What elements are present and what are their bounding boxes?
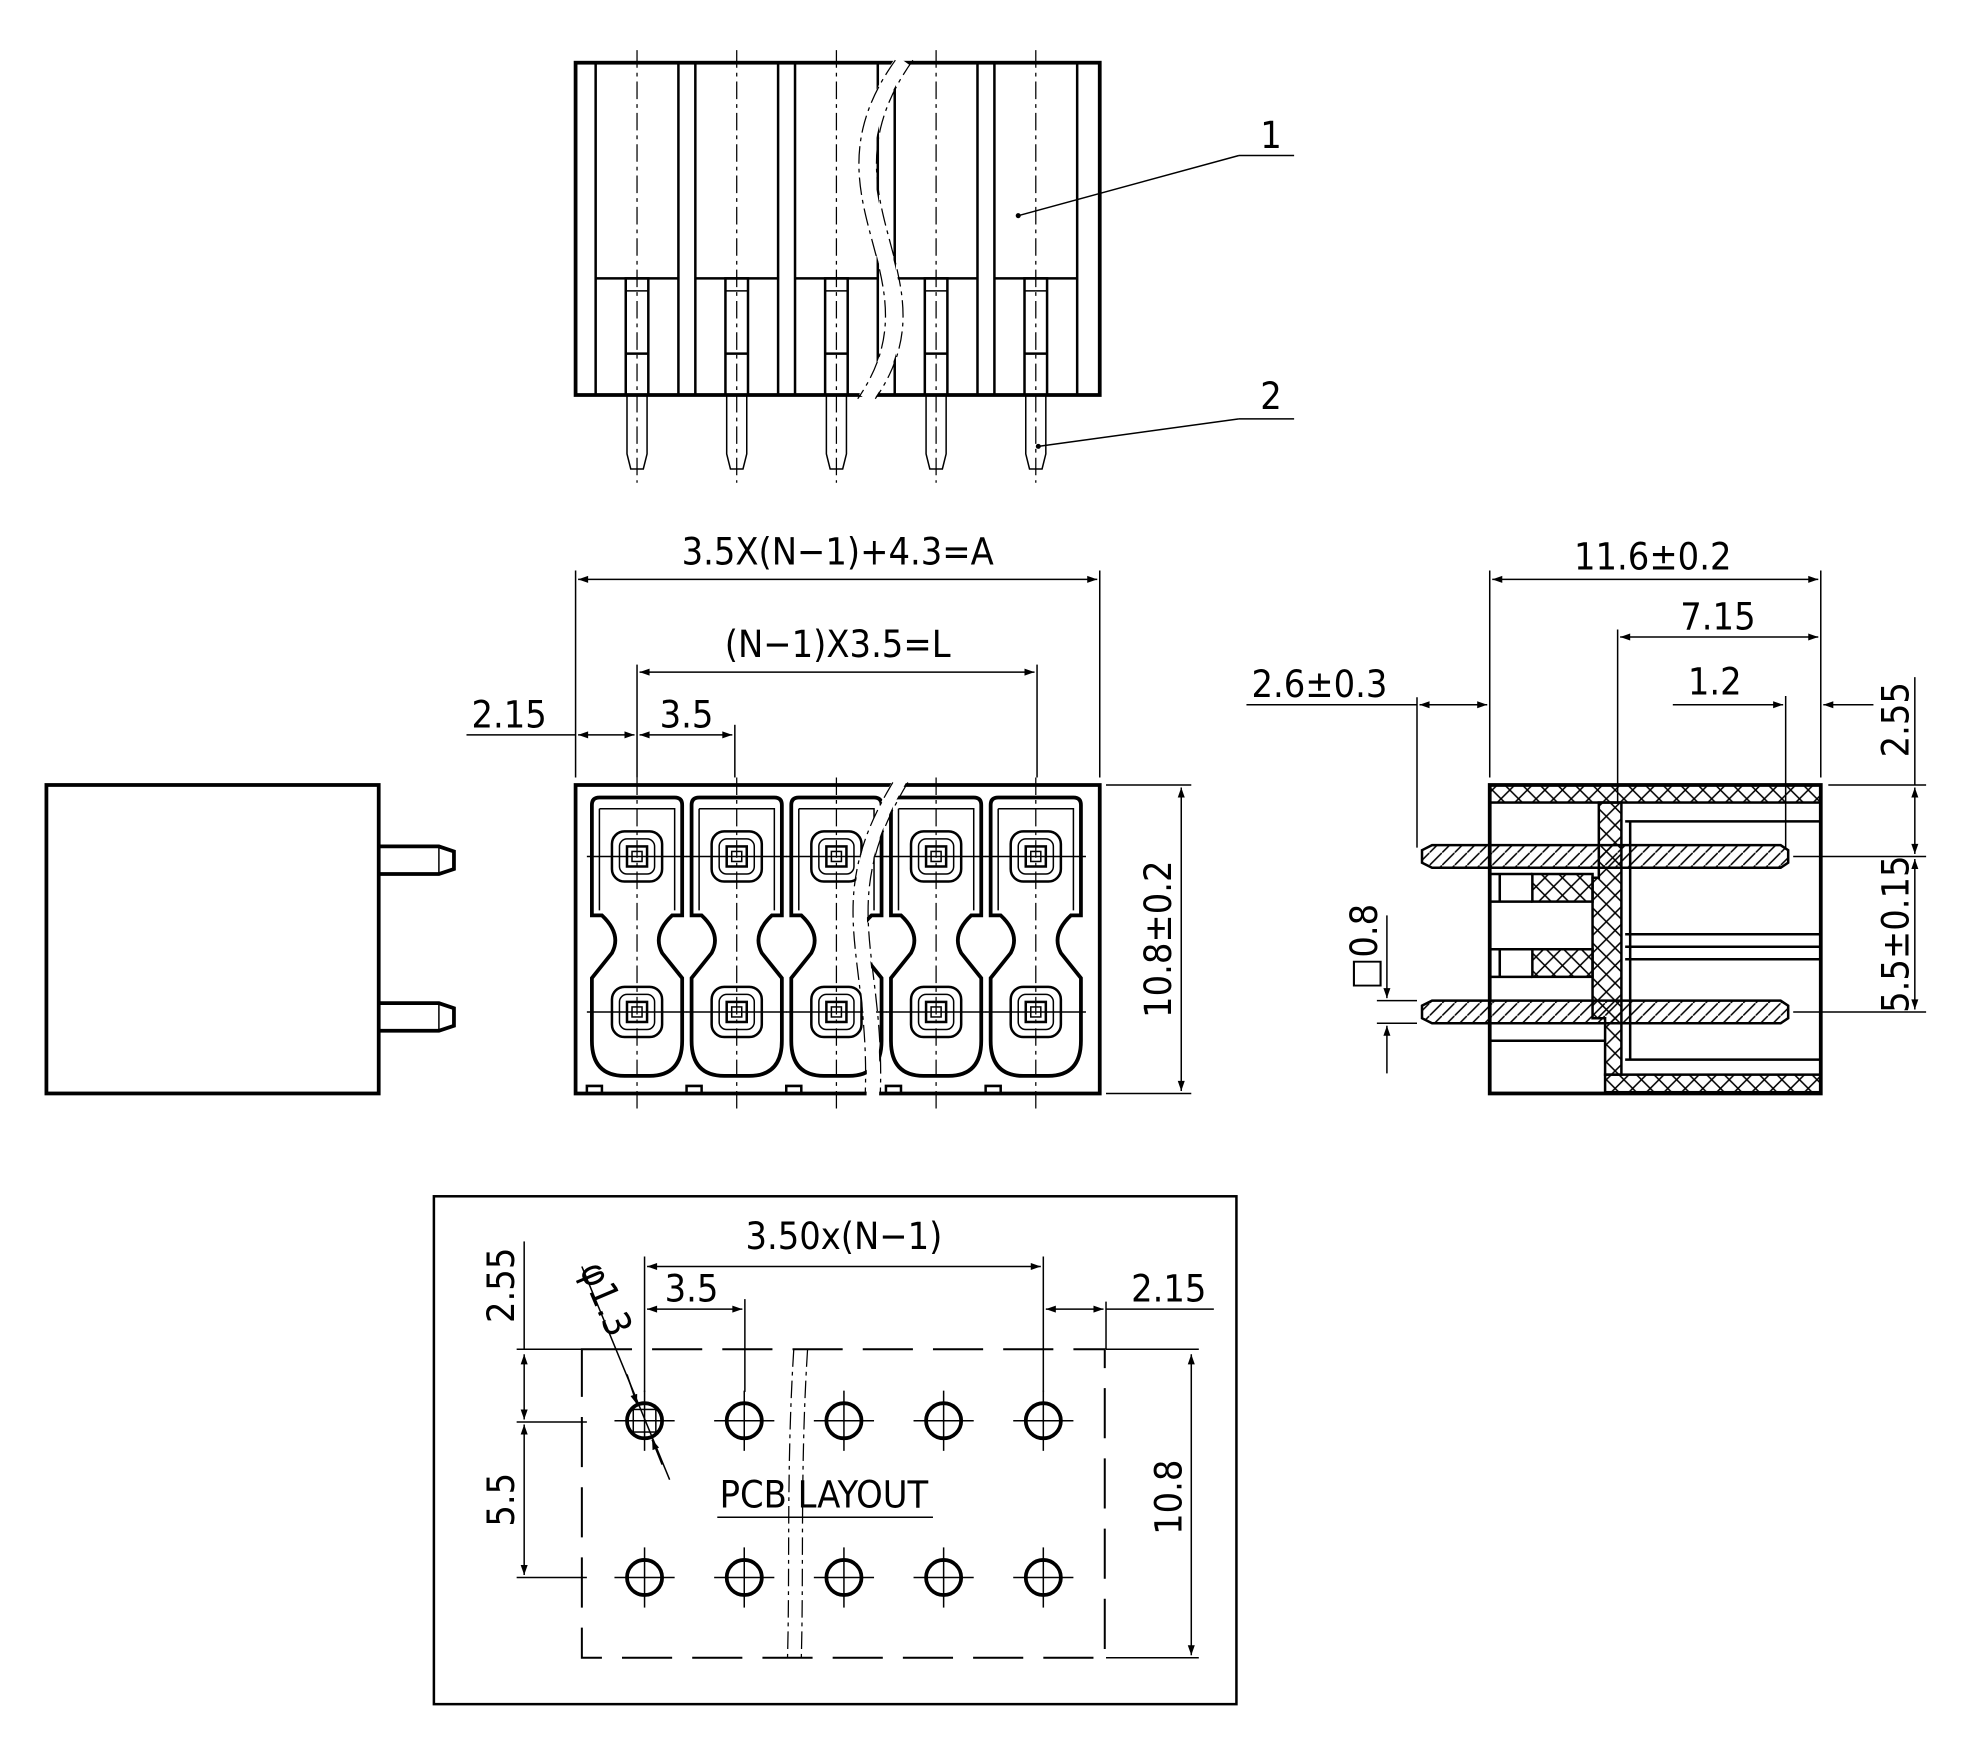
pcb-break-line [786,1349,795,1658]
dim-top-offset: 2.55 [1874,682,1918,757]
dim-inner: 7.15 [1680,594,1755,638]
section-center-wall [1591,801,1623,1076]
pcb-break-line [800,1349,809,1658]
base-notch [984,1084,1002,1094]
side-view-body [44,783,381,1096]
terminal-cavity [689,795,784,1078]
cavity-inner [997,808,1075,911]
side-view-pin [378,1001,456,1033]
section-body-outline [1487,783,1823,1096]
dim-hole-dia: φ1.3 [571,1255,641,1342]
pin-square-marker [632,1408,657,1433]
dim-row-spacing: 5.5 [479,1473,523,1527]
section-bottom-wall [1603,1073,1823,1094]
dim-height: 10.8±0.2 [1136,860,1180,1017]
section-rib [1531,948,1594,979]
break-line [859,55,909,404]
dim-row-spacing: 5.5±0.15 [1874,855,1918,1012]
pcb-layout-title: PCB LAYOUT [720,1472,929,1516]
top-view: 1 2 [573,50,1295,483]
hole-dia-arrow [626,1374,638,1405]
side-view [44,783,456,1096]
terminal-cavity [988,795,1083,1078]
top-view-slots [594,50,1079,483]
section-top-wall [1488,783,1823,804]
dim-pitch: 3.5 [665,1267,719,1311]
terminal-cavity [590,795,685,1078]
pcb-layout: PCB LAYOUT 3.50x(N−1) 3.5 2.15 2.55 5.5 … [432,1195,1238,1706]
callout-1-leader [1018,154,1240,217]
pcb-holes [614,1390,1074,1608]
front-break-line [854,776,906,1098]
cavity-inner [897,808,975,911]
hole-dia-arrow [651,1439,663,1465]
dim-span: 3.50x(N−1) [745,1214,942,1258]
callout-1-dot [1015,213,1021,219]
dim-pin-size: □0.8 [1342,904,1386,990]
terminal-cavity [889,795,984,1078]
callout-2-leader [1038,418,1240,448]
dim-tip: 1.2 [1688,660,1742,704]
callout-1-label: 1 [1260,113,1282,157]
section-rib [1531,872,1594,903]
dim-edge-offset: 2.15 [1131,1267,1206,1311]
dim-height: 10.8 [1146,1460,1190,1535]
section-pin-upper [1420,843,1790,869]
callout-2-label: 2 [1260,374,1282,418]
base-notch [685,1084,703,1094]
section-view: 11.6±0.2 7.15 1.2 2.6±0.3 2.55 5.5±0.15 … [1246,534,1927,1096]
side-view-pin [378,844,456,876]
base-notch [884,1084,903,1094]
front-view-cavities [585,777,1086,1110]
pcb-layout-frame [432,1195,1238,1706]
pcb-outline [580,1348,1106,1659]
dim-edge-offset: 2.15 [472,692,547,736]
dim-pitch: 3.5 [660,692,714,736]
front-view: 3.5X(N−1)+4.3=A (N−1)X3.5=L 2.15 3.5 10.… [466,529,1192,1110]
dim-pitch-span: (N−1)X3.5=L [725,622,951,666]
front-view-body [573,783,1102,1096]
terminal-cavity [789,795,884,1078]
dim-top-offset: 2.55 [479,1248,523,1323]
cavity-inner [598,808,676,911]
section-pin-lower [1420,999,1790,1025]
callout-2-dot [1035,443,1041,449]
cavity-inner [798,808,875,911]
base-notch [785,1084,803,1094]
dim-depth: 11.6±0.2 [1574,534,1731,578]
cavity-inner [698,808,776,911]
dim-protrusion: 2.6±0.3 [1251,662,1387,706]
dim-overall: 3.5X(N−1)+4.3=A [682,529,994,573]
top-view-body [573,60,1102,397]
base-notch [585,1084,604,1094]
